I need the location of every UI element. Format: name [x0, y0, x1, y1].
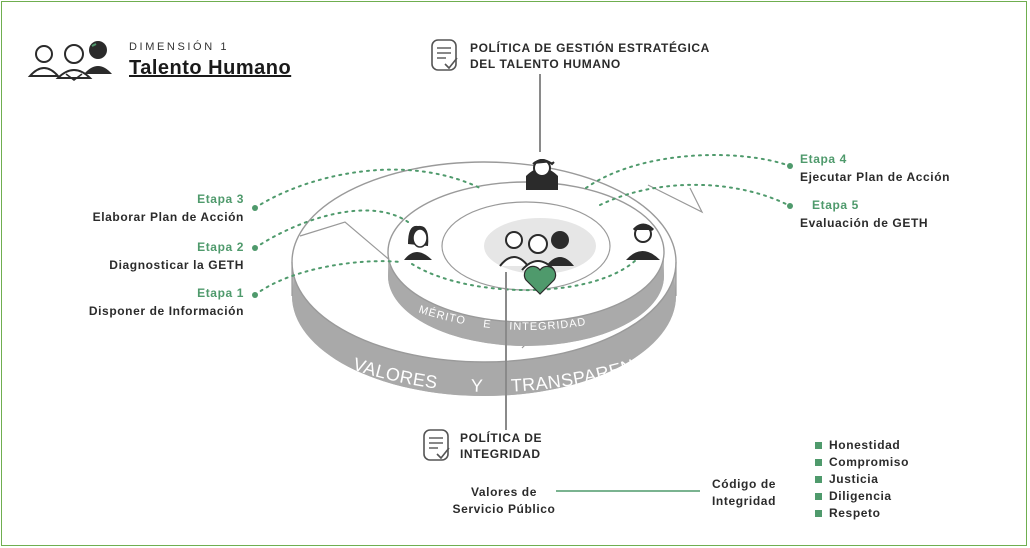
stage-3-text: Elaborar Plan de Acción	[92, 210, 244, 224]
stage-4-title: Etapa 4	[800, 152, 847, 166]
connector-dots	[252, 163, 793, 298]
inner-disc	[387, 181, 665, 346]
stage-1-text: Disponer de Información	[88, 304, 244, 318]
page-title: Talento Humano	[129, 57, 292, 79]
policy-integrity-title-line2: INTEGRIDAD	[460, 447, 541, 461]
values-bullets	[815, 442, 822, 517]
stage-2-title: Etapa 2	[197, 240, 244, 254]
document-check-icon	[431, 39, 458, 71]
value-item-respeto: Respeto	[829, 506, 881, 520]
person-cap-icon	[526, 159, 558, 190]
person-man-icon	[626, 223, 660, 260]
value-item-justicia: Justicia	[829, 472, 879, 486]
policy-geth-title-line2: DEL TALENTO HUMANO	[470, 57, 621, 71]
service-values-line1: Valores de	[470, 485, 538, 499]
people-group-center-icon	[499, 231, 574, 295]
stage-5-text: Evaluación de GETH	[800, 216, 929, 230]
value-item-diligencia: Diligencia	[829, 489, 892, 503]
stage-1-title: Etapa 1	[197, 286, 244, 300]
value-item-compromiso: Compromiso	[829, 455, 910, 469]
policy-geth-title-line1: POLÍTICA DE GESTIÓN ESTRATÉGICA	[470, 41, 710, 55]
stage-5-title: Etapa 5	[812, 198, 859, 212]
stage-4-text: Ejecutar Plan de Acción	[800, 170, 951, 184]
service-values-line2: Servicio Público	[452, 502, 556, 516]
stage-3-title: Etapa 3	[197, 192, 244, 206]
document-check-icon	[423, 429, 450, 461]
value-item-honestidad: Honestidad	[829, 438, 901, 452]
integrity-code-line1: Código de	[712, 477, 777, 491]
stage-2-text: Diagnosticar la GETH	[109, 258, 244, 272]
stage-connectors	[254, 154, 791, 296]
people-group-icon	[27, 41, 112, 81]
dimension-label: DIMENSIÓN 1	[129, 41, 230, 53]
integrity-code-line2: Integridad	[712, 494, 777, 508]
policy-integrity-title-line1: POLÍTICA DE	[460, 431, 543, 445]
person-woman-icon	[404, 225, 432, 260]
